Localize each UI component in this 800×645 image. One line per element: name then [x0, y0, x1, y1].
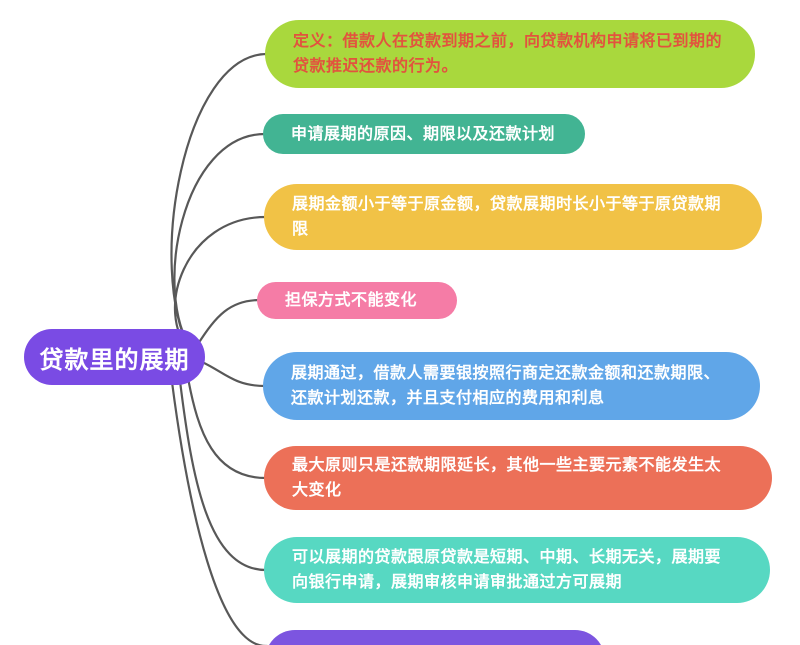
branch-node-definition[interactable]: 定义：借款人在贷款到期之前，向贷款机构申请将已到期的 贷款推迟还款的行为。	[265, 20, 755, 88]
branch-node-amount-duration-limit[interactable]: 展期金额小于等于原金额，贷款展期时长小于等于原贷款期 限	[264, 184, 762, 250]
connector-line	[196, 298, 262, 346]
connector-line	[173, 132, 267, 352]
branch-node-application-items[interactable]: 申请展期的原因、期限以及还款计划	[263, 114, 585, 154]
root-node-loan-extension[interactable]: 贷款里的展期	[24, 329, 205, 385]
connector-line	[178, 379, 268, 572]
branch-node-clipped-bottom[interactable]	[265, 630, 605, 645]
connector-line	[170, 52, 269, 352]
branch-node-guarantee-unchanged[interactable]: 担保方式不能变化	[257, 282, 457, 319]
branch-node-repayment-after-approval[interactable]: 展期通过，借款人需要银按照行商定还款金额和还款期限、 还款计划还款，并且支付相应…	[263, 352, 760, 420]
connector-line	[170, 380, 268, 645]
connector-line	[200, 360, 267, 388]
branch-node-max-principle[interactable]: 最大原则只是还款期限延长，其他一些主要元素不能发生太 大变化	[264, 446, 772, 510]
branch-node-loan-term-irrelevant[interactable]: 可以展期的贷款跟原贷款是短期、中期、长期无关，展期要 向银行申请，展期审核申请审…	[264, 537, 770, 603]
connector-line	[186, 376, 268, 480]
